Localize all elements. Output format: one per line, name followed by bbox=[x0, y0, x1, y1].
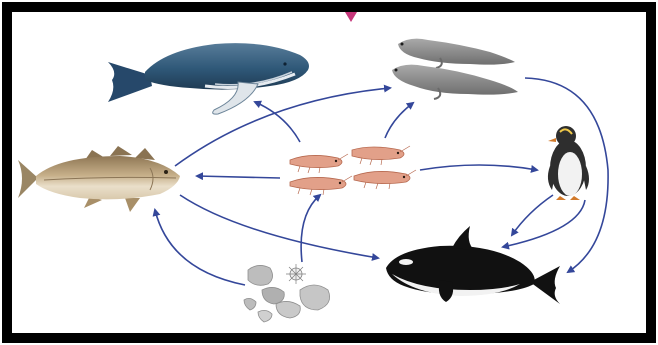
food-web-diagram bbox=[0, 0, 658, 345]
